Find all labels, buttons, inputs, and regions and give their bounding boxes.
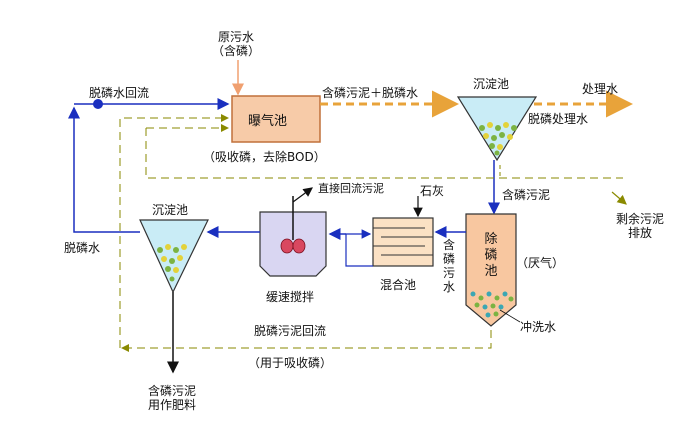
mixing-recycle-line bbox=[345, 229, 373, 267]
direct-return-arrow bbox=[292, 187, 313, 203]
dephos-tank-dots bbox=[470, 291, 514, 318]
settling-tank-top-label: 沉淀池 bbox=[473, 77, 510, 91]
settling-left-sludge-dots bbox=[157, 244, 187, 282]
raw-sewage-label: 原污水 bbox=[218, 30, 255, 44]
mixing-tank bbox=[372, 217, 434, 267]
dephos-water-label: 脱磷水 bbox=[64, 241, 101, 255]
direct-return-sludge-label: 直接回流污泥 bbox=[318, 182, 384, 195]
excess-sludge-label: 剩余污泥 排放 bbox=[616, 212, 665, 240]
slow-mixing-label: 缓速搅拌 bbox=[266, 290, 315, 304]
for-p-absorption-label: （用于吸收磷） bbox=[248, 356, 333, 370]
dephos-tank-label: 除磷池 bbox=[484, 232, 498, 279]
junction-dot bbox=[93, 99, 103, 109]
lime-label: 石灰 bbox=[420, 184, 445, 198]
mixer-blade-right bbox=[292, 238, 306, 254]
flush-water-pointer bbox=[499, 309, 521, 323]
mixer-blade-left bbox=[280, 238, 294, 254]
settling-tank-left bbox=[139, 219, 209, 294]
dephos-sludge-return-label: 脱磷污泥回流 bbox=[254, 324, 327, 338]
flush-water-label: 冲洗水 bbox=[520, 320, 557, 334]
sludge-return-aeration bbox=[119, 114, 229, 348]
excess-sludge-line bbox=[145, 128, 623, 179]
aeration-tank-label: 曝气池 bbox=[248, 114, 288, 129]
dephos-water-left-line bbox=[68, 106, 140, 233]
raw-sewage-note: （含磷） bbox=[212, 44, 261, 58]
settling-tank-left-label: 沉淀池 bbox=[152, 203, 189, 217]
dephos-treated-water-label: 脱磷处理水 bbox=[528, 112, 589, 126]
mixing-baffles bbox=[373, 227, 433, 256]
aeration-note: （吸收磷，去除BOD） bbox=[203, 150, 326, 164]
settling-top-sludge-dots bbox=[479, 122, 517, 156]
treated-water-label: 处理水 bbox=[582, 82, 619, 96]
p-sludge-label: 含磷污泥 bbox=[502, 188, 551, 202]
p-sewage-vertical-label: 含磷污水 bbox=[442, 238, 455, 294]
dephos-water-return-label: 脱磷水回流 bbox=[89, 86, 150, 100]
mixing-tank-label: 混合池 bbox=[380, 278, 417, 292]
p-sludge-plus-water-label: 含磷污泥＋脱磷水 bbox=[322, 86, 419, 100]
aeration-tank bbox=[231, 95, 321, 143]
excess-sludge-arrow bbox=[611, 191, 627, 205]
p-sludge-fertilizer-label: 含磷污泥 用作肥料 bbox=[148, 384, 197, 412]
anaerobic-label: （厌气） bbox=[516, 256, 565, 270]
dephos-sludge-return-line bbox=[121, 330, 492, 352]
